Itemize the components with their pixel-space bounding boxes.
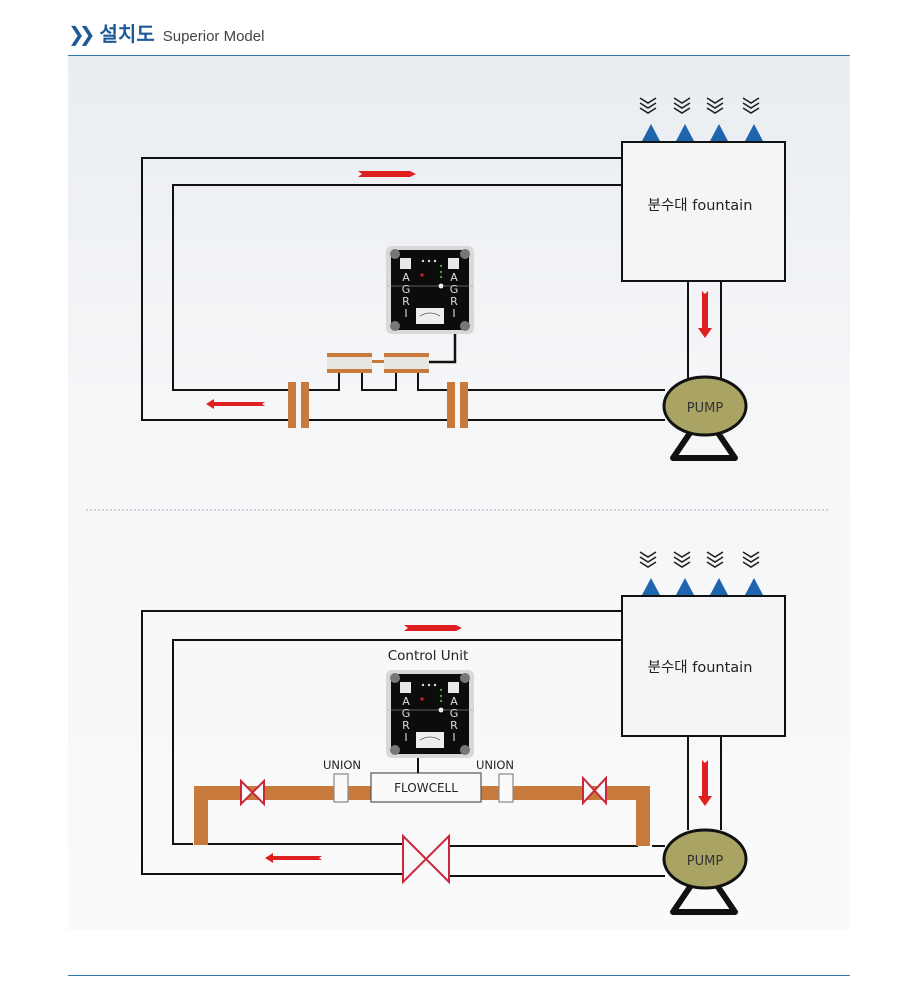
controller-unit: A G R I A G R I bbox=[385, 245, 475, 335]
nozzle-icon bbox=[676, 124, 694, 141]
outer-pipe-line bbox=[141, 157, 622, 421]
pump: PUMP bbox=[662, 375, 748, 461]
fountain-nozzles bbox=[639, 97, 763, 141]
svg-text:I: I bbox=[452, 307, 455, 320]
svg-text:R: R bbox=[402, 295, 410, 308]
fountain-box bbox=[621, 595, 786, 737]
flowcell-box bbox=[370, 772, 482, 803]
nozzle-icon bbox=[710, 578, 728, 595]
fountain-nozzles bbox=[639, 551, 763, 595]
main-valve bbox=[402, 833, 450, 885]
svg-text:A: A bbox=[402, 695, 410, 708]
spray-icon bbox=[706, 97, 724, 114]
flow-arrow-down-icon bbox=[698, 760, 712, 806]
svg-text:G: G bbox=[402, 707, 411, 720]
spray-icon bbox=[742, 551, 760, 568]
fountain-label: 분수대 fountain bbox=[648, 197, 753, 214]
union-left-label: UNION bbox=[323, 758, 361, 772]
nozzle-icon bbox=[710, 124, 728, 141]
fountain-box bbox=[621, 141, 786, 282]
svg-text:I: I bbox=[404, 307, 407, 320]
svg-text:A: A bbox=[402, 271, 410, 284]
spray-icon bbox=[639, 97, 657, 114]
flow-arrow-down-icon bbox=[698, 291, 712, 338]
flow-arrow-right-icon bbox=[404, 625, 462, 631]
small-valve-left bbox=[240, 778, 265, 807]
inner-pipe-line bbox=[172, 184, 622, 391]
diagram-bottom: 분수대 fountain UNION UNION FLOWCELL bbox=[141, 551, 786, 915]
nozzle-icon bbox=[745, 578, 763, 595]
union-right bbox=[498, 773, 514, 803]
section-header: ❯❯ 설치도 Superior Model bbox=[68, 18, 264, 46]
pipe-coupling bbox=[447, 382, 468, 428]
nozzle-icon bbox=[676, 578, 694, 595]
section-title: 설치도 bbox=[99, 22, 155, 46]
spray-icon bbox=[742, 97, 760, 114]
svg-text:G: G bbox=[450, 707, 459, 720]
nozzle-icon bbox=[642, 578, 660, 595]
svg-text:R: R bbox=[402, 719, 410, 732]
svg-text:A: A bbox=[450, 271, 458, 284]
controller-unit: A G R I A G R I bbox=[385, 669, 475, 759]
svg-text:A: A bbox=[450, 695, 458, 708]
pump: PUMP bbox=[662, 828, 748, 915]
spray-icon bbox=[639, 551, 657, 568]
flow-arrow-left-icon bbox=[206, 399, 265, 409]
union-right-label: UNION bbox=[476, 758, 514, 772]
sensor-fittings bbox=[327, 353, 429, 373]
flow-arrow-left-icon bbox=[265, 853, 322, 863]
pump-label: PUMP bbox=[687, 854, 724, 869]
section-subtitle: Superior Model bbox=[162, 28, 265, 45]
svg-text:R: R bbox=[450, 719, 458, 732]
nozzle-icon bbox=[642, 124, 660, 141]
bottom-divider bbox=[68, 975, 850, 976]
nozzle-icon bbox=[745, 124, 763, 141]
small-valve-right bbox=[582, 775, 607, 806]
svg-text:G: G bbox=[450, 283, 459, 296]
spray-icon bbox=[706, 551, 724, 568]
svg-text:I: I bbox=[404, 731, 407, 744]
fountain-label: 분수대 fountain bbox=[648, 659, 753, 676]
control-unit-label: Control Unit bbox=[388, 648, 469, 664]
union-left bbox=[333, 773, 349, 803]
svg-text:G: G bbox=[402, 283, 411, 296]
flowcell-label: FLOWCELL bbox=[394, 781, 458, 795]
flow-arrow-right-icon bbox=[358, 171, 416, 177]
spray-icon bbox=[673, 97, 691, 114]
pipe-coupling bbox=[288, 382, 309, 428]
bypass-pipe bbox=[194, 786, 650, 846]
svg-text:I: I bbox=[452, 731, 455, 744]
spray-icon bbox=[673, 551, 691, 568]
svg-text:R: R bbox=[450, 295, 458, 308]
pump-label: PUMP bbox=[687, 401, 724, 416]
top-divider bbox=[68, 55, 850, 56]
diagram-top: 분수대 fountain bbox=[141, 97, 786, 461]
